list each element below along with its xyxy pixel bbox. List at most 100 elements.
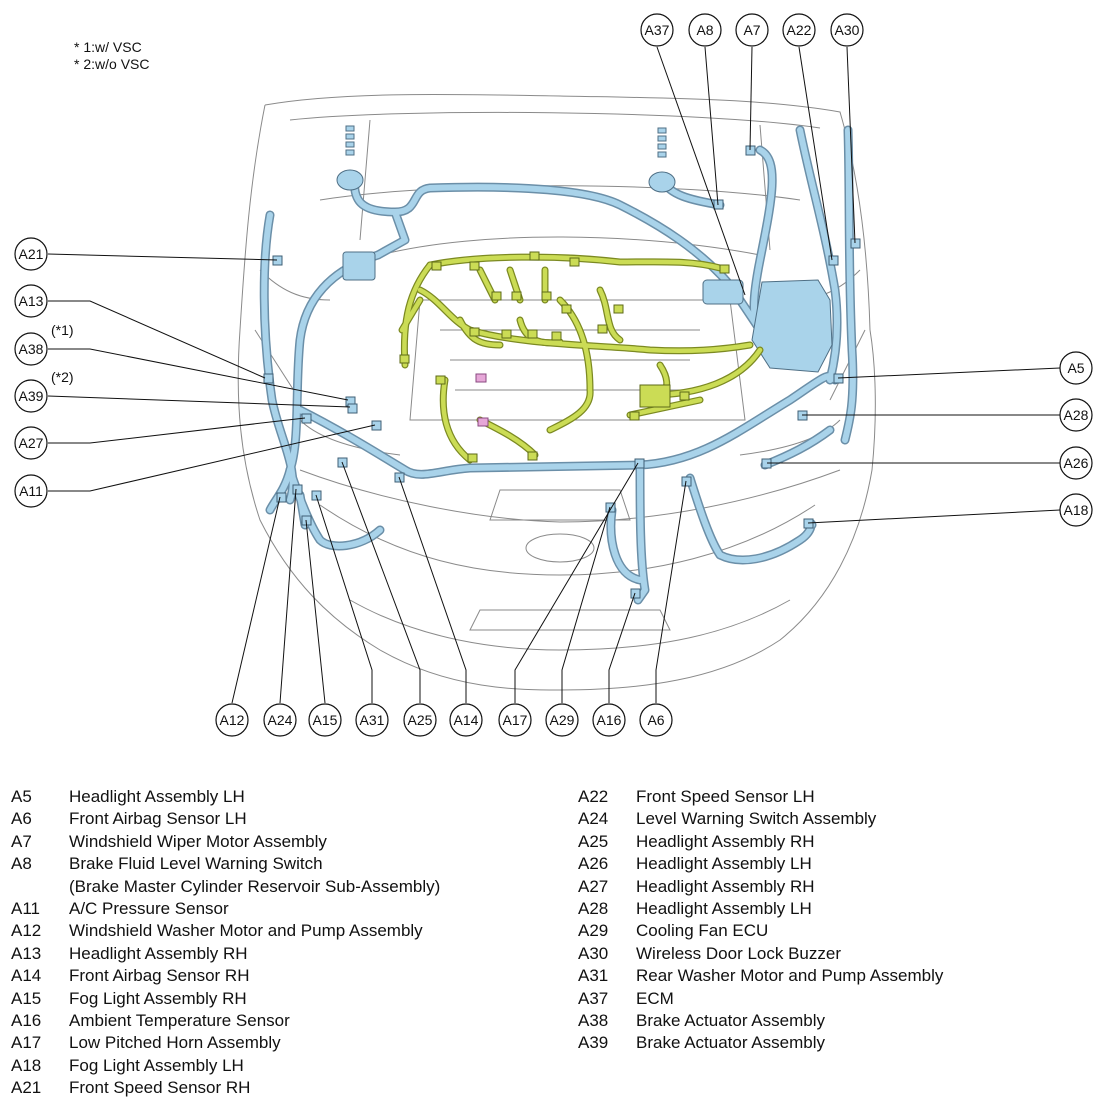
callout-label-a27: A27: [19, 435, 44, 451]
callout-circle-a31: [355, 703, 389, 737]
legend-row: A38 Brake Actuator Assembly: [578, 1010, 943, 1032]
callout-circle-a24: [263, 703, 297, 737]
legend-desc: Fog Light Assembly RH: [69, 988, 247, 1008]
legend-code: A12: [11, 921, 42, 941]
callout-label-a29: A29: [550, 712, 575, 728]
legend-desc: Front Speed Sensor RH: [69, 1078, 251, 1098]
leader-a16: [608, 592, 636, 703]
legend-row: A12 Windshield Washer Motor and Pump Asse…: [11, 920, 440, 942]
legend-desc: Brake Actuator Assembly: [636, 1011, 825, 1031]
legend-row: A17 Low Pitched Horn Assembly: [11, 1032, 440, 1054]
callout-label-a30: A30: [835, 22, 860, 38]
callout-label-a22: A22: [787, 22, 812, 38]
legend-code: A15: [11, 988, 42, 1008]
legend-code: A13: [11, 943, 42, 963]
legend-code: [11, 876, 69, 898]
legend-desc: (Brake Master Cylinder Reservoir Sub-Ass…: [69, 876, 441, 896]
legend-desc: Front Airbag Sensor LH: [69, 809, 247, 829]
engine-harness-diagram: A37A8A7A22A30A21A13A38(*1)A39(*2)A27A11A…: [14, 13, 1093, 737]
legend-row: A8 Brake Fluid Level Warning Switch: [11, 853, 440, 875]
legend-code: A7: [11, 831, 32, 851]
leader-a8: [704, 46, 719, 206]
legend-row: A15 Fog Light Assembly RH: [11, 988, 440, 1010]
leader-a22: [798, 46, 833, 261]
callout-circle-a38: [14, 332, 48, 366]
legend-row: (Brake Master Cylinder Reservoir Sub-Ass…: [11, 876, 440, 898]
legend-code: A8: [11, 854, 32, 874]
leader-a25: [341, 461, 421, 703]
legend-code: A38: [578, 1011, 609, 1031]
callout-label-a26: A26: [1064, 455, 1089, 471]
legend-code: A26: [578, 854, 609, 874]
callout-circle-a27: [14, 426, 48, 460]
leader-a31: [315, 494, 373, 703]
legend-code: A22: [578, 787, 609, 806]
legend-desc: Brake Fluid Level Warning Switch: [69, 854, 323, 874]
legend-desc: A/C Pressure Sensor: [69, 899, 229, 919]
callout-circle-a17: [498, 703, 532, 737]
relay-block: [342, 251, 376, 281]
callout-circle-a28: [1059, 398, 1093, 432]
callout-circle-a12: [215, 703, 249, 737]
callout-label-a13: A13: [19, 293, 44, 309]
callout-circle-a22: [782, 13, 816, 47]
callout-label-a8: A8: [696, 22, 713, 38]
legend-code: A16: [11, 1011, 42, 1031]
legend-code: A5: [11, 787, 32, 806]
legend-code: A17: [11, 1033, 42, 1053]
grommet-left: [648, 171, 676, 193]
callout-circle-a25: [403, 703, 437, 737]
legend-desc: Ambient Temperature Sensor: [69, 1011, 290, 1031]
callout-circle-a18: [1059, 493, 1093, 527]
legend-code: A18: [11, 1055, 42, 1075]
callout-circle-a39: [14, 379, 48, 413]
leader-a5: [837, 367, 1061, 379]
legend-code: A27: [578, 876, 609, 896]
leader-a12: [231, 496, 281, 704]
variant-mark-a39: (*2): [51, 369, 74, 385]
legend-code: A39: [578, 1033, 609, 1053]
legend-code: A29: [578, 921, 609, 941]
callout-label-a37: A37: [645, 22, 670, 38]
callout-label-a6: A6: [647, 712, 664, 728]
legend-row: A5 Headlight Assembly LH: [11, 786, 440, 808]
callout-label-a12: A12: [220, 712, 245, 728]
callout-circle-a16: [592, 703, 626, 737]
grommet-right: [336, 169, 364, 191]
legend-code: A14: [11, 966, 42, 986]
legend-desc: Headlight Assembly RH: [636, 876, 815, 896]
leader-a39: [47, 395, 351, 408]
leader-lines: [47, 46, 1061, 704]
legend-desc: Low Pitched Horn Assembly: [69, 1033, 281, 1053]
callout-label-a7: A7: [743, 22, 760, 38]
callout-label-a25: A25: [408, 712, 433, 728]
callout-circle-a37: [640, 13, 674, 47]
legend-code: A30: [578, 943, 609, 963]
legend-desc: Headlight Assembly LH: [69, 787, 245, 806]
engine-connectors: [399, 251, 730, 463]
callout-label-a16: A16: [597, 712, 622, 728]
callout-label-a38: A38: [19, 341, 44, 357]
legend-row: A16 Ambient Temperature Sensor: [11, 1010, 440, 1032]
note-1: * 1:w/ VSC: [74, 39, 142, 55]
leader-a6: [655, 480, 687, 703]
leader-a7: [749, 46, 753, 151]
callout-circle-a11: [14, 474, 48, 508]
harness-components: [336, 125, 833, 373]
callout-label-a39: A39: [19, 388, 44, 404]
legend-desc: Windshield Washer Motor and Pump Assembl…: [69, 921, 423, 941]
leader-a13: [48, 300, 266, 379]
legend-code: A31: [578, 966, 609, 986]
callout-circle-a14: [449, 703, 483, 737]
leader-a18: [807, 509, 1061, 524]
